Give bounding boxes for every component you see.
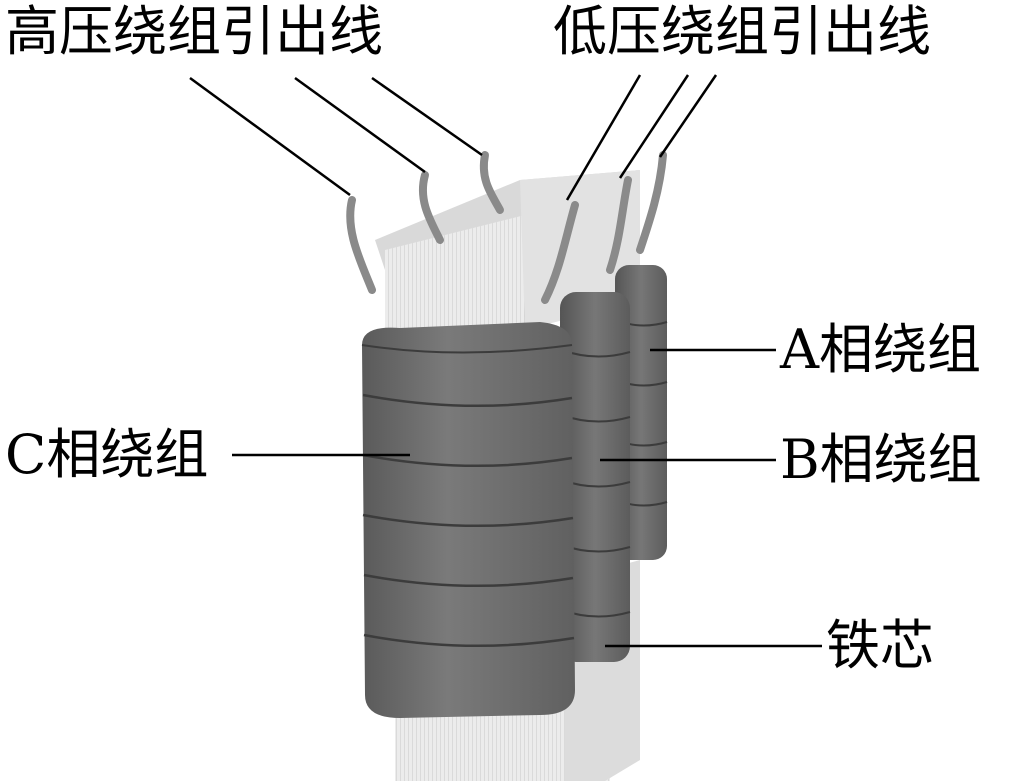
lead-wires <box>346 151 667 304</box>
label-hv-leads: 高压绕组引出线 <box>5 0 383 63</box>
label-phase-b: B相绕组 <box>780 428 982 491</box>
label-lv-leads: 低压绕组引出线 <box>553 0 931 63</box>
label-phase-a: A相绕组 <box>780 318 981 381</box>
phase-c-winding <box>361 322 575 718</box>
label-phase-c: C相绕组 <box>5 423 209 486</box>
label-core: 铁芯 <box>826 614 934 677</box>
leader-lines <box>189 74 822 648</box>
